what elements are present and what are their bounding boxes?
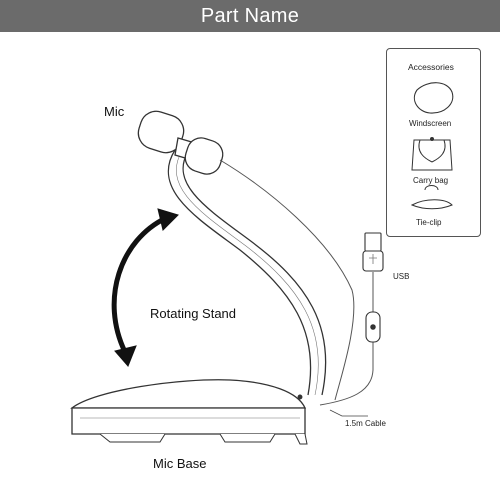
carry-bag-icon — [411, 137, 453, 171]
mic-capsule — [137, 110, 224, 175]
cable-label: 1.5m Cable — [345, 419, 386, 428]
usb-label: USB — [393, 272, 410, 281]
tie-clip-icon — [410, 185, 453, 210]
mic-base-label: Mic Base — [153, 456, 207, 471]
tie-clip-label: Tie-clip — [416, 218, 442, 227]
accessories-box — [386, 48, 481, 237]
mic-base — [70, 379, 308, 445]
page-title: Part Name — [200, 4, 300, 27]
inline-switch — [365, 311, 381, 343]
usb-plug — [362, 232, 384, 272]
stand-arm-inner — [182, 151, 327, 396]
rotating-stand-label: Rotating Stand — [150, 306, 237, 321]
rotation-arrow — [111, 208, 179, 367]
carry-bag-label: Carry bag — [413, 176, 449, 185]
stand-arm-outer — [167, 149, 312, 396]
windscreen-icon — [413, 82, 454, 114]
usb-cable-lower — [319, 342, 374, 406]
stand-arm-edge — [176, 150, 319, 396]
header-bar: Part Name — [0, 0, 500, 32]
accessories-title: Accessories — [408, 62, 454, 72]
windscreen-label: Windscreen — [409, 119, 452, 128]
mic-label: Mic — [104, 104, 125, 119]
mic-cable — [219, 159, 355, 401]
